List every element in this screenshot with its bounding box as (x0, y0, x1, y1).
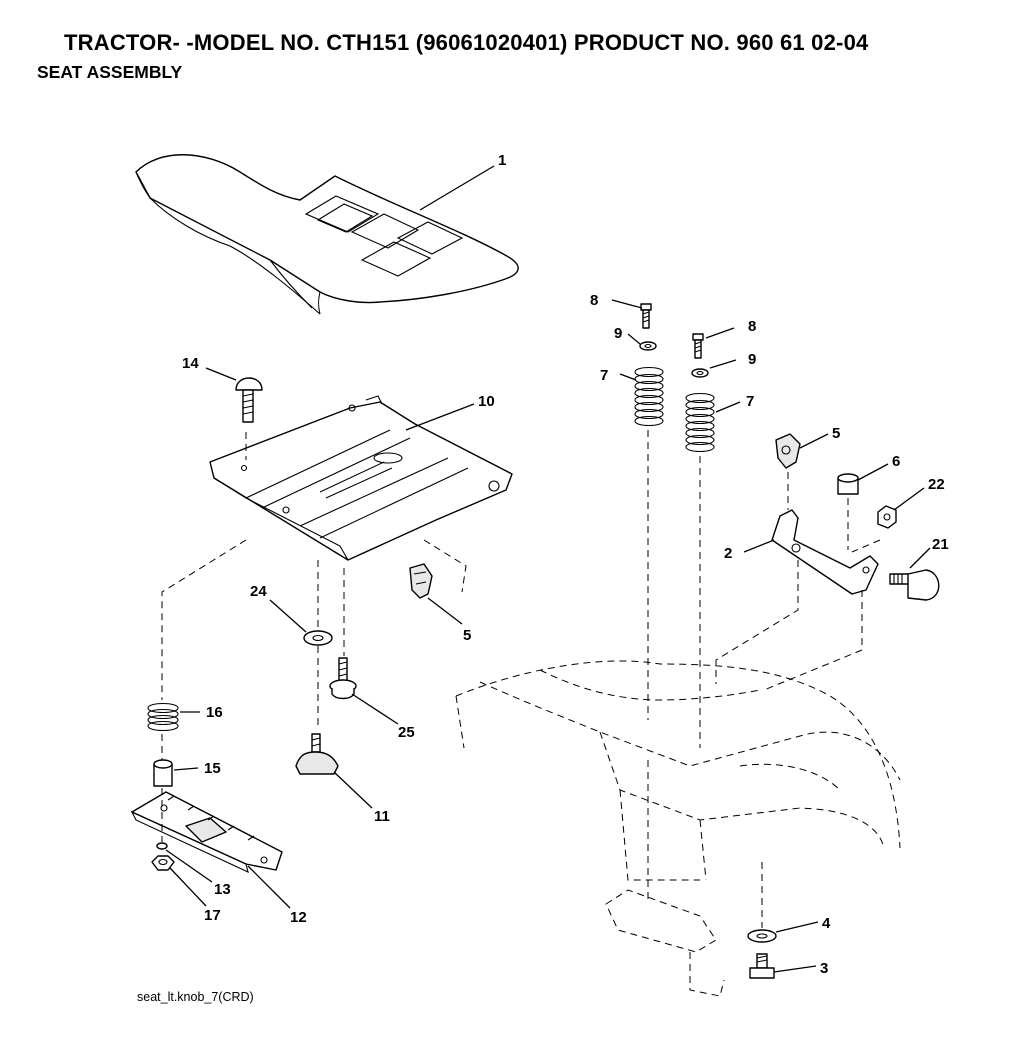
washer-part-9b (691, 368, 709, 378)
knob-part (295, 733, 339, 775)
callout-16: 16 (206, 704, 223, 721)
callout-7-left: 7 (600, 367, 608, 384)
drawing-file-reference: seat_lt.knob_7(CRD) (137, 990, 254, 1004)
callout-15: 15 (204, 760, 221, 777)
washer-part-9a (639, 341, 657, 351)
callout-3: 3 (820, 960, 828, 977)
callout-10: 10 (478, 393, 495, 410)
callout-4: 4 (822, 915, 831, 932)
bolt-part-21 (889, 569, 940, 601)
callout-12: 12 (290, 909, 307, 926)
callout-6: 6 (892, 453, 900, 470)
washer-part (303, 630, 333, 646)
callout-8-right: 8 (748, 318, 756, 335)
page-subtitle: SEAT ASSEMBLY (37, 62, 183, 82)
spacer-part (153, 759, 173, 787)
nut-part-6 (837, 473, 859, 495)
callout-8-left: 8 (590, 292, 598, 309)
bolt-part-3 (749, 953, 775, 979)
callout-2: 2 (724, 545, 732, 562)
page-title: TRACTOR- -MODEL NO. CTH151 (96061020401)… (64, 30, 869, 55)
seat-pan-part (209, 395, 513, 561)
spring-part-left (147, 702, 179, 732)
callout-13: 13 (214, 881, 231, 898)
callout-14: 14 (182, 355, 199, 372)
carriage-bolt-part (235, 377, 263, 423)
nut-washer-part (151, 842, 175, 871)
leader-lines (165, 165, 931, 973)
callout-25: 25 (398, 724, 415, 741)
callout-21: 21 (932, 536, 949, 553)
spring-part-7b (685, 392, 715, 453)
callout-9-left: 9 (614, 325, 622, 342)
callout-labels: 1 14 10 24 5 16 25 15 11 13 17 12 8 9 7 … (182, 152, 949, 977)
washer-part-4 (747, 929, 777, 943)
bracket-part (771, 509, 879, 595)
callout-9-right: 9 (748, 351, 756, 368)
callout-5-right: 5 (832, 425, 840, 442)
bolt-part-8b (692, 333, 704, 359)
seat-part (135, 154, 519, 315)
callout-11: 11 (374, 808, 390, 825)
seat-switch-part-right (775, 433, 801, 469)
slide-bracket-part (130, 791, 283, 873)
shoulder-bolt-part (329, 657, 357, 700)
callout-24: 24 (250, 583, 267, 600)
callout-5-left: 5 (463, 627, 471, 644)
spring-part-7a (634, 366, 664, 427)
assembly-lines (161, 430, 881, 928)
callout-1: 1 (498, 152, 506, 169)
seat-switch-part-left (409, 563, 433, 599)
callout-17: 17 (204, 907, 221, 924)
bolt-part-8a (640, 303, 652, 329)
nut-part-22 (877, 505, 897, 529)
callout-22: 22 (928, 476, 945, 493)
tractor-fender-outline (455, 660, 901, 997)
callout-7-right: 7 (746, 393, 754, 410)
